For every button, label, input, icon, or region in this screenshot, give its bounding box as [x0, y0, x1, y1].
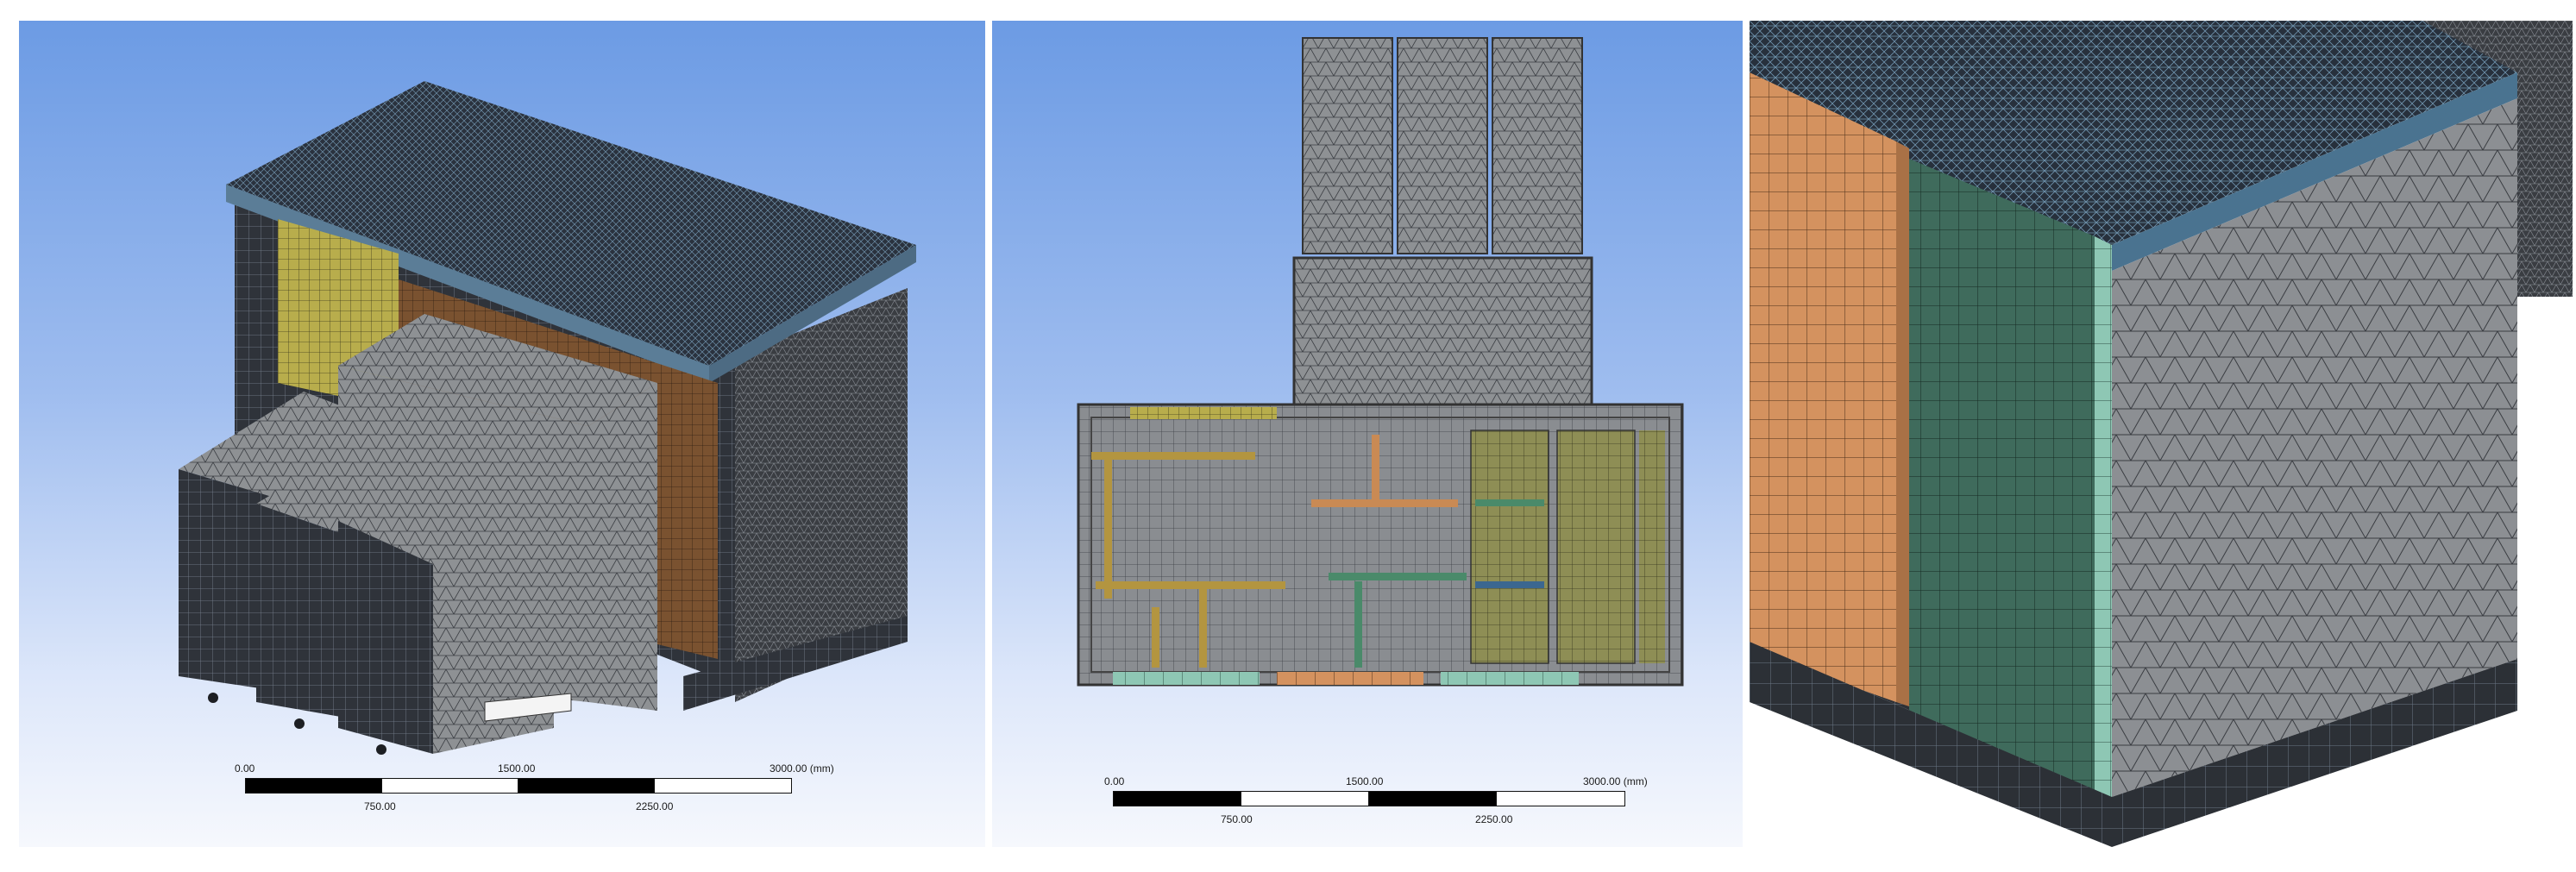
scale-tick-2250: 2250.00 [636, 800, 674, 812]
scale-tick-3000: 3000.00 (mm) [1583, 775, 1648, 787]
scale-tick-750: 750.00 [364, 800, 396, 812]
yellow-strip-plan [1130, 407, 1277, 419]
scale-bar: 0.00 1500.00 3000.00 (mm) 750.00 2250.00 [1104, 775, 1648, 844]
left-room-frames [1091, 452, 1285, 668]
orange-panel-detail [1750, 72, 1896, 702]
radiator-units [179, 392, 554, 755]
adjacent-block-detail [2422, 21, 2573, 297]
mint-strip-plan-2 [1441, 672, 1579, 685]
building-end-wall [735, 288, 908, 702]
orange-strip-plan [1277, 672, 1423, 685]
olive-panels [1470, 430, 1665, 664]
roof-end-edge-detail [2112, 72, 2517, 271]
green-panel-detail [1909, 159, 2095, 797]
base-front-detail [1750, 642, 2112, 847]
roof-top-detail [1750, 21, 2517, 245]
substation-plan-model [1077, 37, 1684, 687]
building-base-strip [683, 616, 908, 711]
roof-top [226, 81, 916, 366]
end-wall-detail [2112, 98, 2517, 797]
floor-opening [484, 693, 572, 722]
mint-strip-plan [1113, 672, 1260, 685]
roof-end-edge [709, 245, 916, 383]
scale-tick-0: 0.00 [235, 762, 255, 775]
gray-block-top [338, 314, 657, 426]
transformer-plan-block [1292, 256, 1593, 428]
gray-block-side [588, 383, 657, 711]
base-end-detail [2112, 659, 2517, 847]
scale-tick-1500: 1500.00 [1346, 775, 1384, 787]
mint-edge-detail [2095, 236, 2112, 801]
detail-mesh-view[interactable] [1750, 21, 2573, 847]
scale-tick-2250: 2250.00 [1475, 813, 1513, 825]
scale-tick-3000: 3000.00 (mm) [770, 762, 834, 775]
roof-front-edge [226, 185, 709, 383]
plan-mesh-view[interactable]: 0.00 1500.00 3000.00 (mm) 750.00 2250.00 [992, 21, 1743, 847]
scale-bar: 0.00 1500.00 3000.00 (mm) 750.00 2250.00 [235, 762, 834, 831]
substation-detail-model [1750, 21, 2573, 847]
scale-tick-1500: 1500.00 [498, 762, 536, 775]
substation-isometric-model [179, 81, 916, 755]
isometric-mesh-view[interactable]: 0.00 1500.00 3000.00 (mm) 750.00 2250.00 [19, 21, 985, 847]
radiator-stacks [1302, 37, 1583, 254]
scale-tick-0: 0.00 [1104, 775, 1125, 787]
scale-tick-750: 750.00 [1221, 813, 1253, 825]
center-frames [1311, 435, 1467, 668]
